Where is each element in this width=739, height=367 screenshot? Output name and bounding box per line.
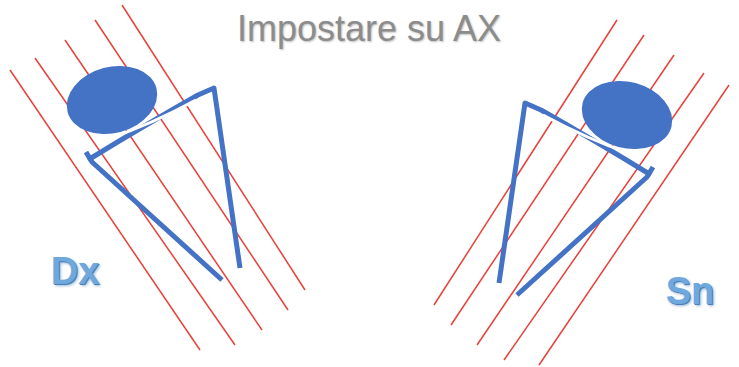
eye-figure [434, 20, 729, 365]
side-label: Sn [666, 270, 715, 313]
title: Impostare su AX [237, 8, 501, 50]
beam-lines [10, 5, 305, 350]
side-label: Dx [51, 250, 100, 293]
beam-lines [434, 20, 729, 365]
eye-figure [10, 5, 305, 350]
eye-ball [59, 56, 165, 144]
cone-outline [86, 88, 240, 280]
eye-ball [574, 71, 680, 159]
cone-outline [499, 103, 653, 295]
